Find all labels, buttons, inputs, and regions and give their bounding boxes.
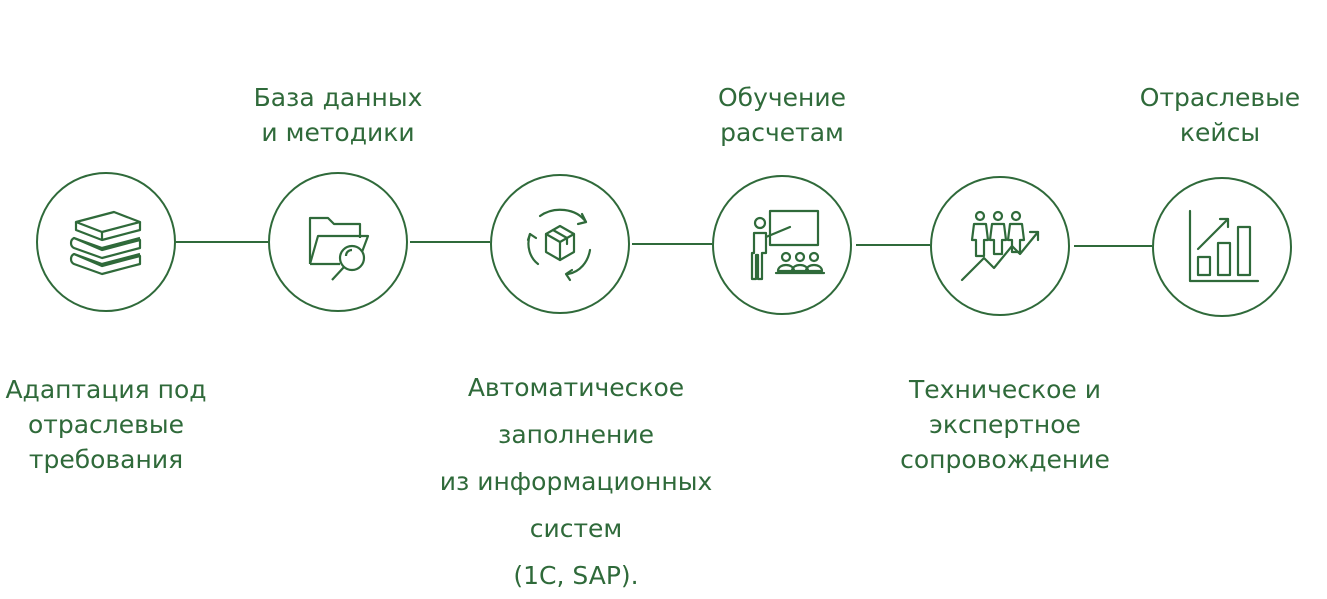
- step-1-label: Адаптация под отраслевые требования: [5, 375, 207, 474]
- step-3-label: Автоматическое заполнение из информацион…: [439, 373, 713, 590]
- step-6-label: Отраслевые кейсы: [1139, 83, 1301, 147]
- bar-chart-growth-icon: [1188, 209, 1260, 283]
- step-4-circle: [712, 175, 852, 315]
- step-4-label: Обучение расчетам: [717, 83, 846, 147]
- team-growth-icon: [960, 210, 1040, 282]
- folder-search-icon: [308, 216, 370, 281]
- box-sync-icon: [526, 208, 592, 282]
- connector-line: [176, 241, 1152, 247]
- presentation-training-icon: [750, 209, 826, 281]
- books-stack-icon: [69, 210, 142, 276]
- step-5-circle: [930, 176, 1070, 316]
- step-6-circle: [1152, 177, 1292, 317]
- step-3-circle: [490, 174, 630, 314]
- step-2-label: База данных и методики: [253, 83, 423, 147]
- step-5-label: Техническое и экспертное сопровождение: [900, 375, 1110, 474]
- step-1-circle: [36, 172, 176, 312]
- step-2-circle: [268, 172, 408, 312]
